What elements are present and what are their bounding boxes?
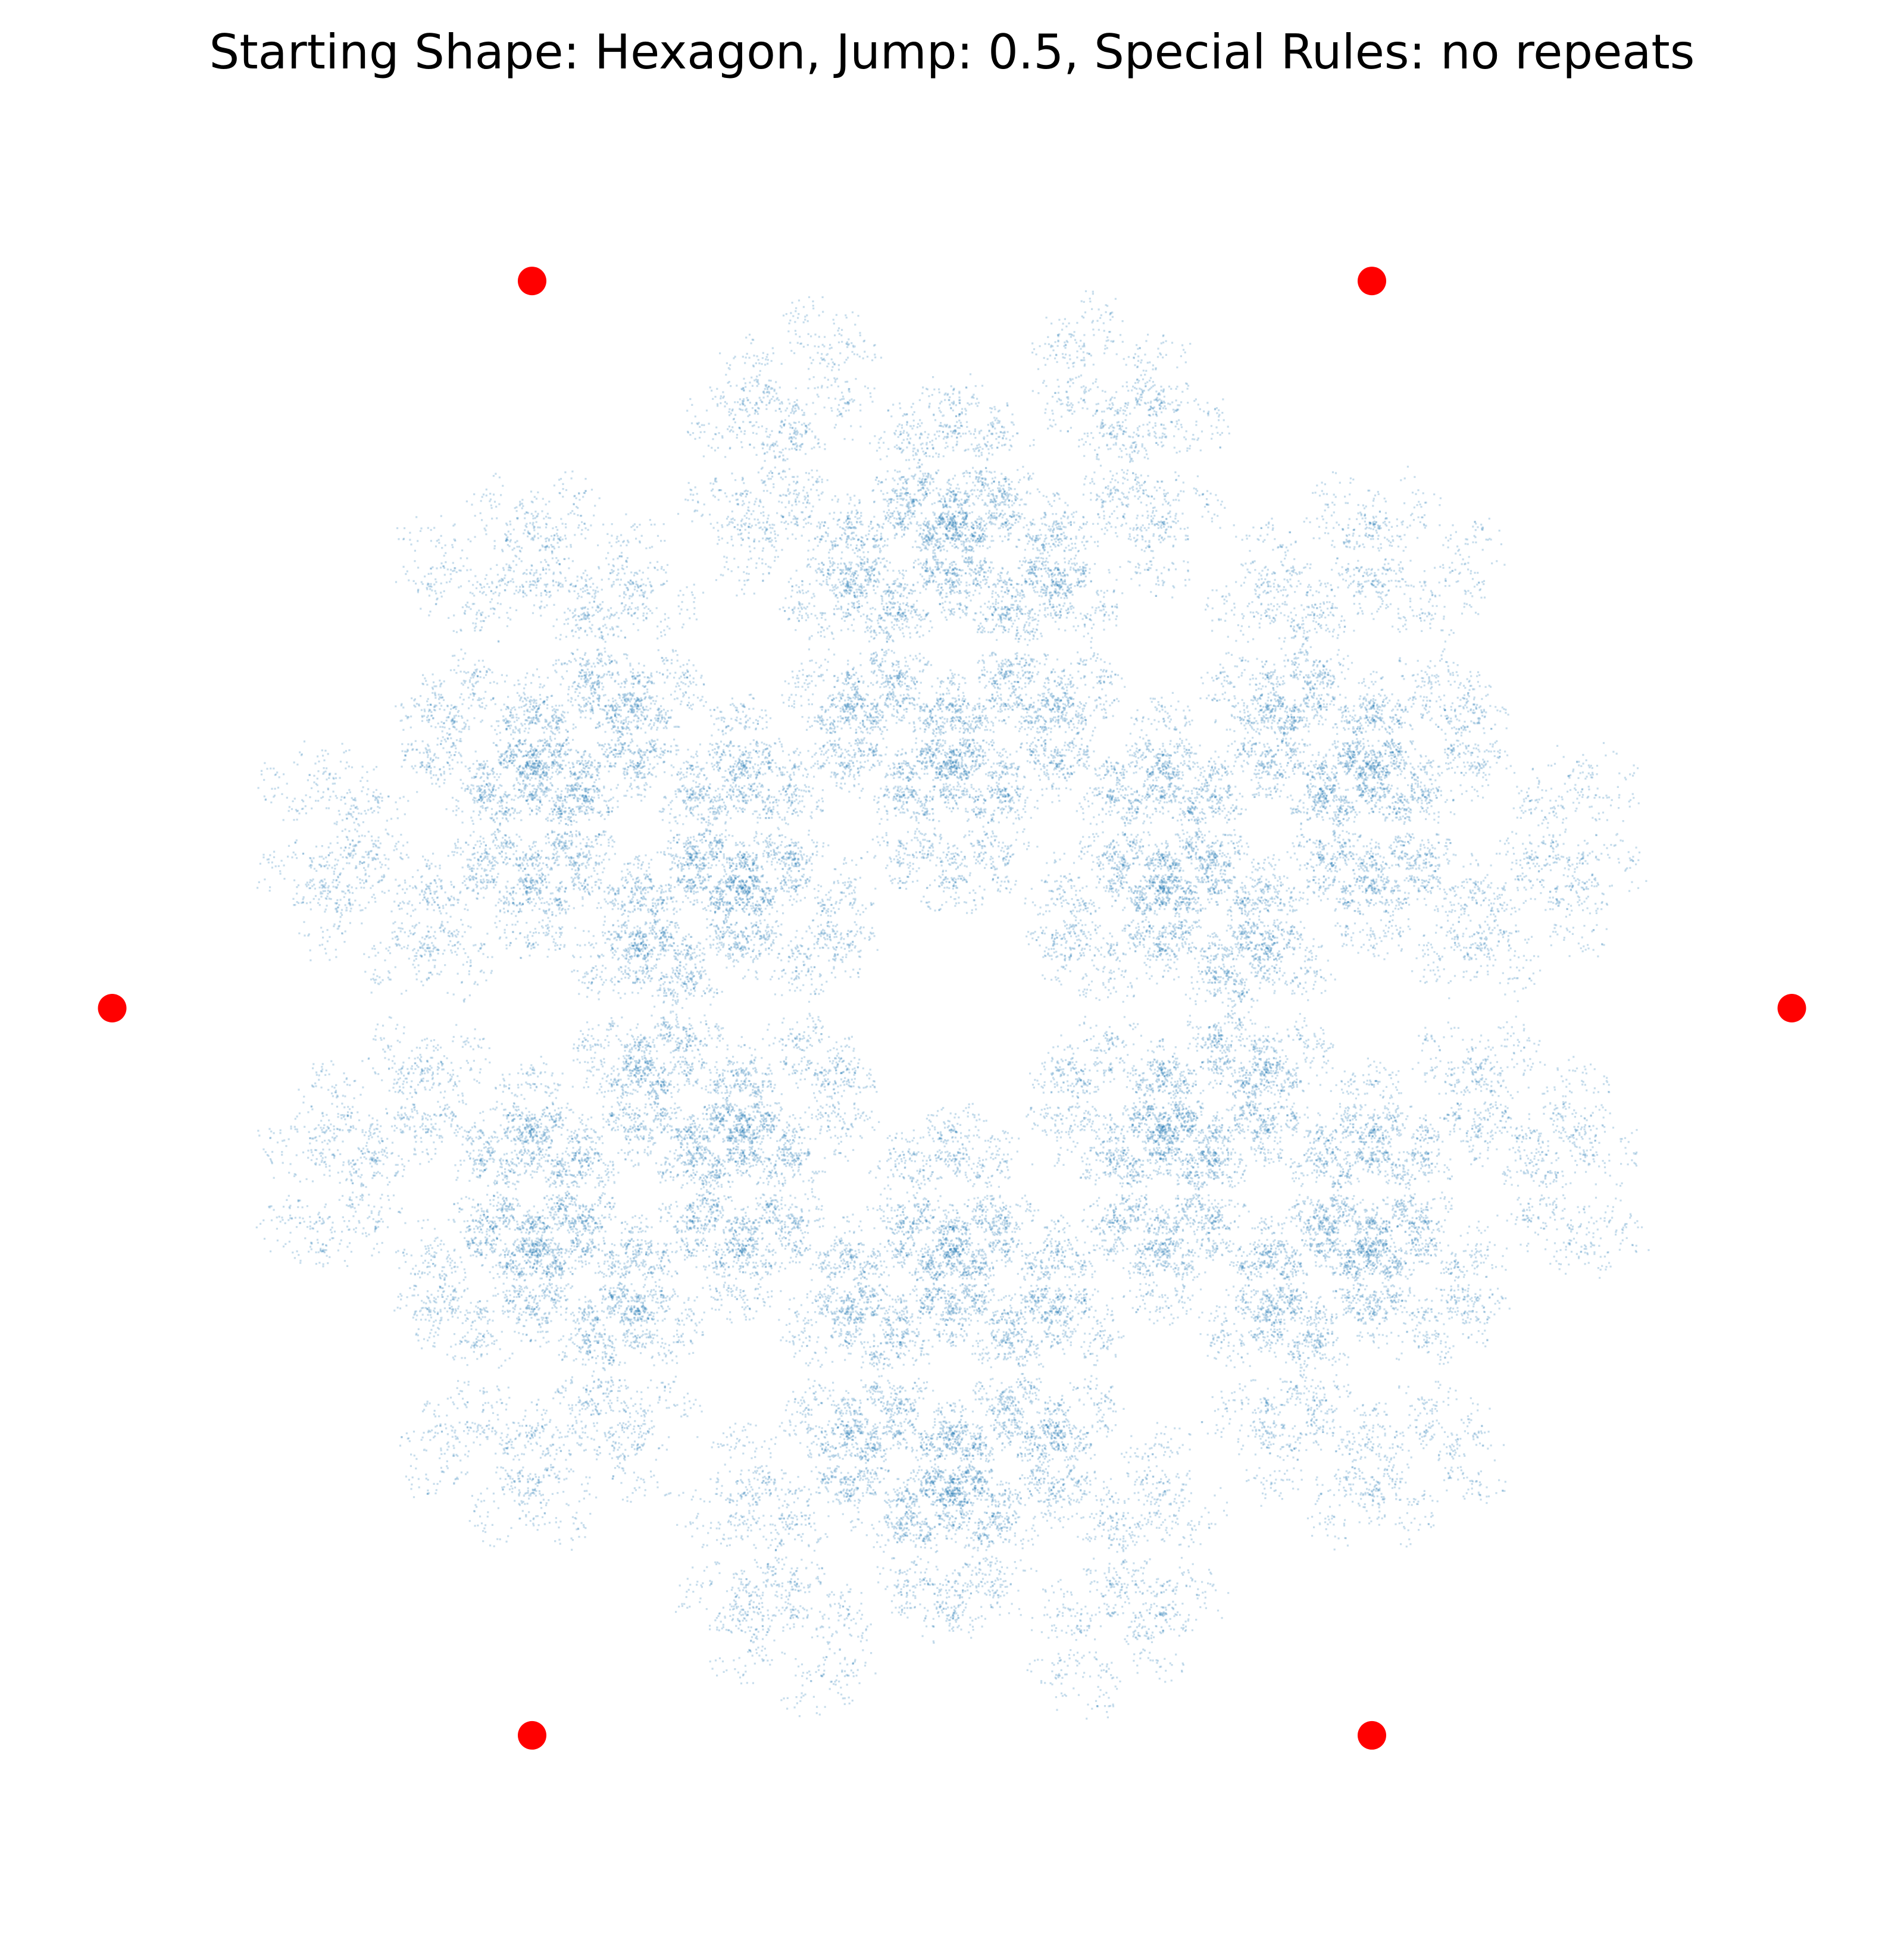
chaos-point-cluster [257,314,1638,1706]
vertex-point-5 [518,1721,546,1750]
vertex-point-6 [1358,1721,1386,1750]
chaos-point-cluster [257,300,1643,1718]
chaos-game-points [255,290,1650,1720]
vertex-point-2 [1358,267,1386,296]
vertex-point-3 [518,267,546,296]
chaos-point-cluster [259,306,1640,1708]
chaos-point-cluster [258,296,1647,1716]
vertex-point-1 [1777,994,1806,1022]
chart-title: Starting Shape: Hexagon, Jump: 0.5, Spec… [209,24,1695,80]
vertex-point-4 [98,994,127,1022]
chaos-point-cluster [257,290,1639,1713]
hexagon-vertices [98,267,1806,1750]
